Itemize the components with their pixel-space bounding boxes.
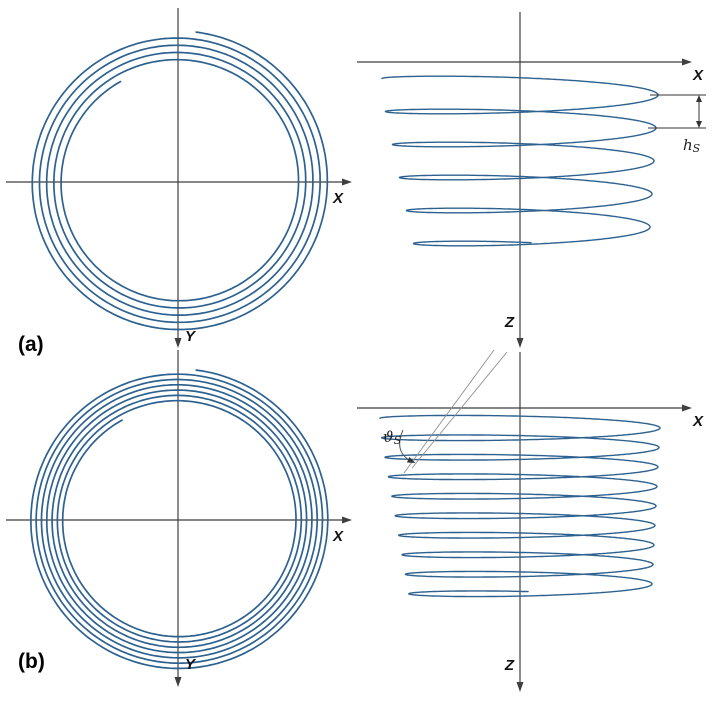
panel-b: X Y ϑS X Z (b) [6, 349, 704, 692]
b-side-z-axis-label: Z [504, 657, 515, 674]
pitch-label: hS [683, 136, 701, 155]
a-top-y-axis-label: Y [185, 328, 197, 345]
b-top-x-axis-arrowhead [342, 516, 352, 524]
angle-label: ϑS [383, 428, 402, 447]
panel-b-top-view: X Y [6, 350, 352, 687]
b-side-helix-curve [379, 414, 661, 598]
a-side-z-axis-arrowhead [516, 338, 524, 348]
b-top-spiral-curve [30, 369, 329, 670]
a-top-spiral-curve [31, 31, 329, 331]
a-top-y-axis-arrowhead [174, 338, 182, 348]
a-top-x-axis-arrowhead [342, 178, 352, 186]
a-side-x-axis-label: X [692, 67, 704, 84]
pitch-arrow-up-icon [696, 95, 702, 102]
panel-b-side-view: ϑS X Z [357, 349, 704, 692]
a-side-x-axis-arrowhead [682, 58, 692, 66]
angle-arc-arrowhead-icon [406, 457, 416, 463]
b-side-z-axis-arrowhead [516, 682, 524, 692]
angle-reference-line-2 [411, 351, 508, 469]
angle-reference-line-1 [403, 349, 495, 474]
b-side-x-axis-label: X [692, 413, 704, 430]
a-side-helix-curve [381, 75, 659, 247]
b-top-y-axis-label: Y [185, 656, 197, 673]
a-side-z-axis-label: Z [504, 314, 515, 331]
b-angle-annotation: ϑS [383, 349, 508, 474]
b-side-x-axis-arrowhead [682, 404, 692, 412]
a-pitch-annotation: hS [648, 94, 706, 155]
panel-a-top-view: X Y [6, 8, 352, 348]
panel-a-side-view: hS X Z [357, 12, 706, 348]
panel-a-label: (a) [18, 333, 44, 356]
a-top-x-axis-label: X [332, 190, 344, 207]
pitch-arrow-down-icon [696, 121, 702, 128]
panel-a: X Y hS X Z (a) [6, 8, 706, 356]
b-top-y-axis-arrowhead [174, 677, 182, 687]
b-top-x-axis-label: X [332, 528, 344, 545]
panel-b-label: (b) [18, 650, 45, 673]
